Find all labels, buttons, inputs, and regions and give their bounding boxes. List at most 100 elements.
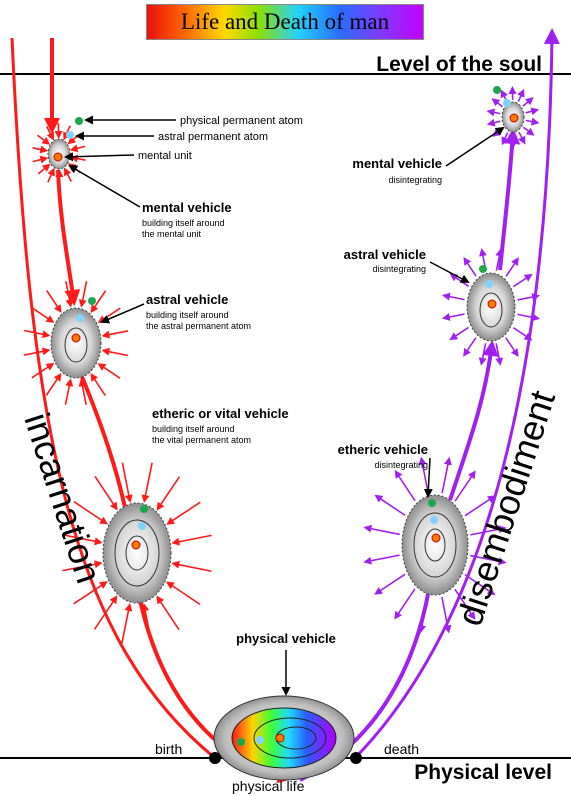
disembodiment-etheric-inner — [424, 528, 446, 562]
disembodiment-astral-ray — [517, 293, 541, 301]
disembodiment-mental-ray — [486, 118, 501, 127]
disembodiment-astral-ray — [495, 248, 504, 271]
inc-mental-pointer — [68, 164, 141, 208]
incarnation-etheric-ray — [166, 501, 201, 525]
incarnation-etheric-ray — [156, 476, 181, 511]
diagram-title: Life and Death of man — [146, 4, 424, 40]
disembodiment-astral-ray — [505, 337, 519, 358]
death-label: death — [384, 741, 419, 757]
death-point — [350, 752, 362, 764]
inc-astral-title: astral vehicle — [146, 292, 228, 307]
physical-vehicle-mental-unit — [275, 733, 285, 743]
disembodiment-etheric-ray — [441, 456, 452, 494]
disembodiment-astral-ray — [463, 337, 477, 357]
disembodiment-mental-unit — [509, 113, 519, 123]
mental-unit-label: mental unit — [138, 150, 192, 162]
incarnation-astral-ray — [65, 281, 74, 308]
disembodiment-etheric-ray — [418, 456, 429, 494]
incarnation-etheric-vehicle — [62, 462, 212, 644]
disembodiment-astral-ray — [495, 343, 503, 366]
dis-astral-line1: disintegrating — [372, 264, 426, 274]
disembodiment-mental-ray — [491, 98, 504, 108]
incarnation-astral-ray — [64, 378, 74, 405]
incarnation-arrow-3 — [78, 371, 134, 526]
disembodiment-etheric-ray — [464, 495, 496, 517]
disembodiment-mental-ray — [522, 97, 534, 107]
physical-vehicle-astral-atom — [256, 736, 264, 744]
astral-atom-label: astral permanent atom — [158, 131, 268, 143]
disembodiment-etheric-ray — [374, 573, 406, 595]
incarnation-physical-atom-1 — [75, 117, 83, 125]
incarnation-etheric-ray — [73, 581, 108, 605]
incarnation-etheric-ray — [141, 462, 153, 504]
incarnation-astral-ray — [90, 373, 106, 396]
dis-etheric-line1: disintegrating — [374, 460, 428, 470]
incarnation-mental-ray — [37, 134, 51, 145]
disembodiment-etheric-ray — [394, 588, 416, 620]
disembodiment-etheric-ray — [441, 596, 452, 634]
incarnation-mental-ray — [47, 167, 55, 183]
disembodiment-etheric-ray — [470, 525, 507, 536]
disembodiment-astral-ray — [517, 313, 541, 322]
incarnation-etheric-ray — [62, 533, 103, 546]
incarnation-etheric-ray — [62, 560, 103, 572]
inc-mental-line1: building itself around — [142, 218, 225, 228]
disembodiment-etheric-ray — [454, 588, 476, 621]
disembodiment-etheric-ray — [454, 470, 476, 502]
disembodiment-etheric-ray — [374, 494, 406, 517]
incarnation-astral-ray — [45, 372, 62, 396]
incarnation-astral-ray — [101, 330, 129, 339]
disembodiment-mental-ray — [517, 88, 525, 102]
disembodiment-etheric-ray — [470, 554, 507, 566]
inc-astral-pointer — [100, 303, 145, 324]
disembodiment-etheric-ray — [363, 524, 400, 536]
disembodiment-astral-ray — [441, 292, 465, 301]
incarnation-astral-ray — [46, 290, 62, 313]
inc-etheric-line2: the vital permanent atom — [152, 435, 251, 445]
incarnation-astral-atom-2 — [76, 314, 84, 322]
incarnation-astral-vehicle — [23, 281, 129, 405]
disembodiment-mental-ray — [525, 117, 540, 126]
disembodiment-astral-vehicle — [441, 248, 541, 366]
disembodiment-etheric-ray — [394, 469, 416, 502]
inc-etheric-line1: building itself around — [152, 424, 235, 434]
incarnation-mental-vehicle — [32, 117, 86, 186]
incarnation-etheric-inner — [125, 535, 149, 571]
disembodiment-astral-ray — [463, 256, 477, 277]
incarnation-mental-ray — [69, 144, 86, 153]
physical-life-label: physical life — [232, 778, 305, 794]
incarnation-etheric-ray — [73, 500, 108, 525]
disembodiment-astral-ray — [505, 257, 519, 277]
disembodiment-astral-ray — [441, 313, 465, 321]
disembodiment-mental-vehicle — [486, 86, 540, 148]
disembodiment-mental-ray — [525, 107, 540, 116]
disembodiment-astral-ray — [513, 273, 533, 288]
incarnation-etheric-egg — [102, 502, 172, 604]
disembodiment-mental-unit-2 — [487, 299, 497, 309]
disembodiment-mental-ray — [486, 108, 501, 117]
incarnation-astral-ray — [31, 307, 55, 323]
disembodiment-astral-ray — [449, 326, 469, 341]
inc-mental-title: mental vehicle — [142, 200, 232, 215]
incarnation-astral-ray — [31, 362, 55, 379]
incarnation-physical-atom-2 — [88, 297, 96, 305]
incarnation-mental-ray — [37, 163, 51, 175]
incarnation-astral-inner — [64, 327, 88, 363]
incarnation-etheric-ray — [141, 603, 153, 644]
dis-astral-title: astral vehicle — [344, 247, 426, 262]
incarnation-label: incarnation — [16, 408, 109, 588]
dis-etheric-title: etheric vehicle — [338, 442, 428, 457]
incarnation-astral-ray — [97, 363, 121, 379]
birth-label: birth — [155, 741, 182, 757]
dis-mental-pointer — [445, 126, 505, 167]
incarnation-etheric-ray — [156, 595, 180, 631]
disembodiment-etheric-egg — [401, 494, 469, 596]
incarnation-astral-ray — [23, 329, 51, 339]
disembodiment-astral-ray — [478, 343, 487, 366]
incarnation-astral-ray — [23, 347, 51, 356]
dis-mental-line1: disintegrating — [388, 175, 442, 185]
physical-vehicle — [213, 695, 355, 781]
disembodiment-physical-atom-2 — [479, 265, 487, 273]
incarnation-etheric-ray — [94, 475, 118, 511]
